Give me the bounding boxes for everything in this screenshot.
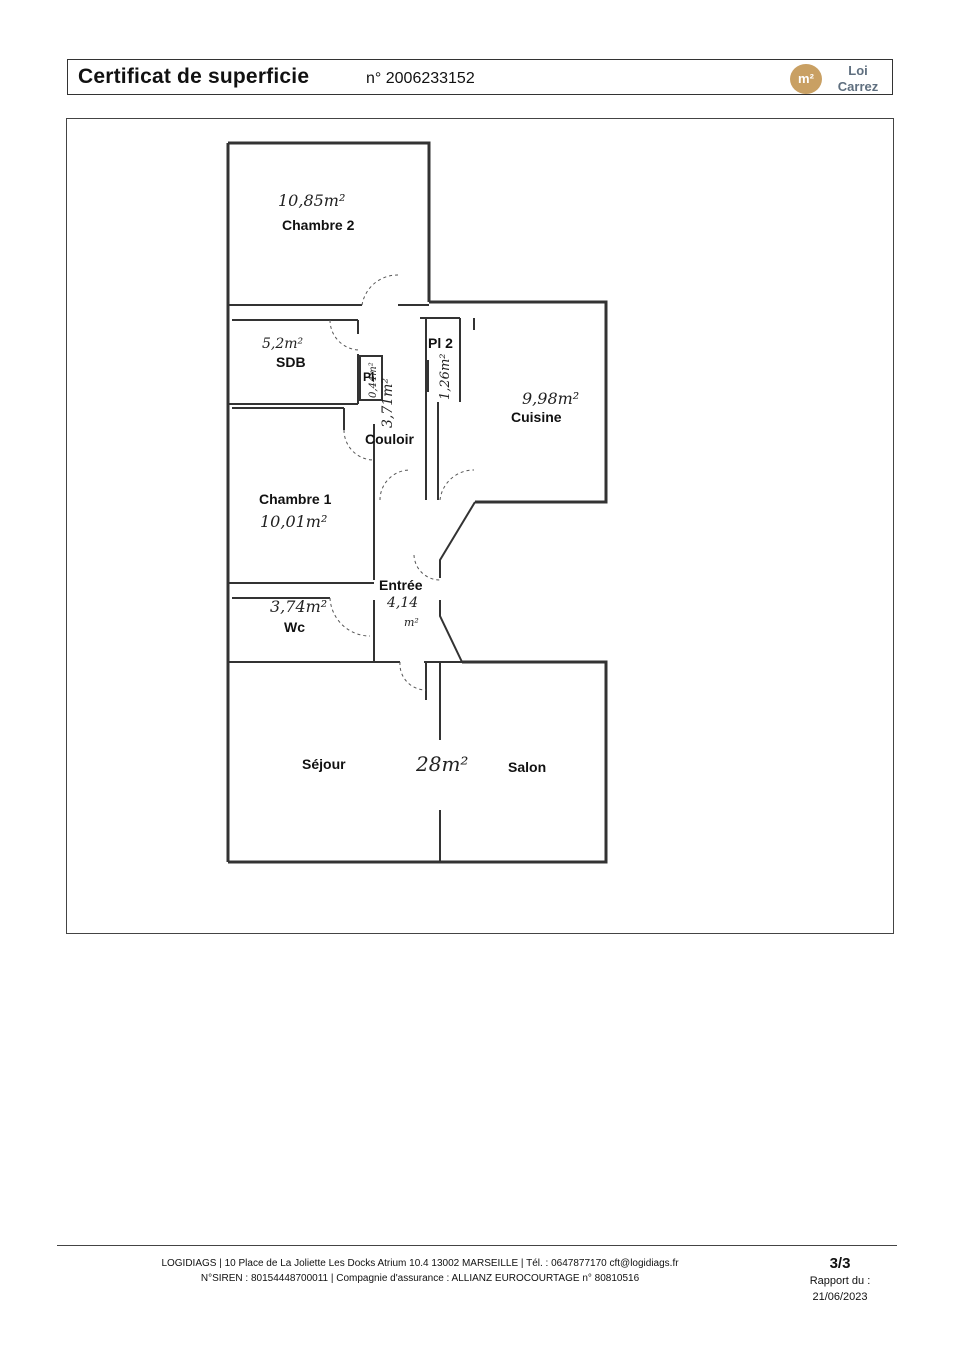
- floor-plan-frame: [66, 118, 894, 934]
- footer-company-info: LOGIDIAGS | 10 Place de La Joliette Les …: [110, 1256, 730, 1286]
- logo-line-1: Loi: [848, 63, 868, 78]
- inner-walls: [228, 304, 476, 862]
- area-sdb: 5,2m²: [262, 336, 304, 352]
- area-wc: 3,74m²: [270, 597, 328, 616]
- page-number: 3/3: [829, 1255, 851, 1272]
- footer-line-2: N°SIREN : 80154448700011 | Compagnie d'a…: [200, 1273, 640, 1284]
- room-label-sdb: SDB: [276, 354, 306, 370]
- area-couloir: 3,71m²: [380, 377, 396, 428]
- room-label-entree: Entrée: [379, 577, 423, 593]
- area-chambre-2: 10,85m²: [278, 191, 346, 210]
- area-chambre-1: 10,01m²: [260, 512, 328, 531]
- room-label-pl: Pl: [363, 370, 375, 384]
- area-entree-unit: m²: [404, 616, 419, 629]
- loi-carrez-logo: Loi Carrez: [830, 63, 886, 95]
- room-label-wc: Wc: [284, 619, 305, 635]
- door-swings: [329, 274, 475, 691]
- area-sejour: 28m²: [416, 752, 469, 776]
- m2-logo-icon: m²: [790, 64, 822, 94]
- room-label-chambre-1: Chambre 1: [259, 491, 332, 507]
- certificate-header: Certificat de superficie n° 2006233152 m…: [67, 59, 893, 95]
- certificate-number: n° 2006233152: [366, 70, 475, 87]
- room-label-couloir: Couloir: [365, 431, 414, 447]
- report-date-block: Rapport du : 21/06/2023: [790, 1273, 890, 1305]
- footer-line-1: LOGIDIAGS | 10 Place de La Joliette Les …: [161, 1258, 679, 1269]
- room-label-salon: Salon: [508, 759, 547, 775]
- area-pl-2: 1,26m²: [438, 353, 453, 400]
- certificate-title: Certificat de superficie: [78, 65, 310, 88]
- area-cuisine: 9,98m²: [522, 389, 580, 408]
- logo-line-2: Carrez: [837, 79, 879, 94]
- room-label-sejour: Séjour: [302, 756, 346, 772]
- outer-walls: [226, 141, 608, 864]
- room-label-chambre-2: Chambre 2: [282, 217, 355, 233]
- area-entree: 4,14: [387, 595, 419, 611]
- area-pl: 0,44m²: [368, 362, 379, 398]
- report-date: 21/06/2023: [812, 1291, 868, 1303]
- room-label-cuisine: Cuisine: [511, 409, 562, 425]
- footer-divider: [57, 1245, 897, 1246]
- report-label: Rapport du :: [809, 1275, 871, 1287]
- room-label-pl-2: Pl 2: [428, 335, 453, 351]
